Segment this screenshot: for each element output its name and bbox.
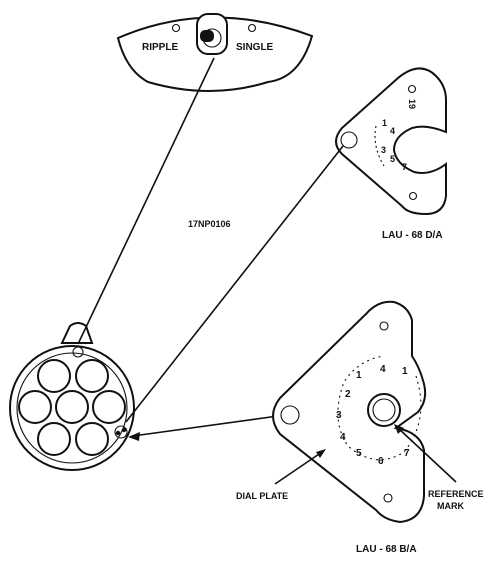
rocket-launcher (9, 322, 135, 471)
scale-mark-3: 3 (381, 145, 386, 155)
figure-code: 17NP0106 (188, 219, 231, 229)
upper-dial-caption: LAU - 68 D/A (382, 230, 443, 241)
indicator-hole-left (171, 23, 181, 33)
upper-scale-marks: 19 1 4 3 5 7 (374, 99, 417, 172)
scale-mark-1a: 1 (402, 366, 408, 377)
mount-hole-top (379, 321, 389, 331)
scale-mark-7: 7 (402, 162, 407, 172)
mount-hole-bottom (383, 493, 393, 503)
ripple-label: RIPPLE (142, 42, 178, 53)
launcher-dial-icon (114, 425, 128, 439)
scale-mark-19: 19 (407, 99, 417, 109)
lower-dial-caption: LAU - 68 B/A (356, 544, 417, 555)
dial-plate-label: DIAL PLATE (236, 491, 288, 501)
arrowhead-dial-plate (316, 449, 326, 458)
lower-scale-marks: 1 4 1 2 3 4 5 6 7 (336, 364, 410, 467)
scale-mark-1: 1 (382, 118, 387, 128)
reference-label-line1: REFERENCE (428, 489, 484, 499)
callouts: DIAL PLATE REFERENCE MARK (236, 424, 484, 511)
scale-mark-5: 5 (356, 448, 362, 459)
leader-lines (77, 57, 344, 441)
scale-mark-3: 3 (336, 410, 342, 421)
launcher-lug-hole (72, 346, 84, 358)
scale-mark-6: 6 (378, 456, 384, 467)
reference-label-line2: MARK (437, 501, 464, 511)
mount-hole-top (407, 84, 417, 94)
mount-hole-bottom (408, 191, 418, 201)
scale-mark-1b: 1 (356, 370, 362, 381)
launcher-tubes (18, 359, 126, 456)
pivot-hole (280, 405, 300, 425)
scale-mark-7: 7 (404, 448, 410, 459)
scale-mark-4b: 4 (340, 432, 346, 443)
upper-dial-plate: 19 1 4 3 5 7 (335, 67, 447, 216)
switch-panel: RIPPLE SINGLE (116, 13, 314, 92)
lower-dial-plate: 1 4 1 2 3 4 5 6 7 (272, 300, 427, 524)
arrowhead-reference-mark (394, 424, 404, 434)
toggle-switch-icon (196, 13, 228, 55)
pivot-hole (340, 131, 358, 149)
scale-mark-5: 5 (390, 154, 395, 164)
scale-mark-2: 2 (345, 389, 351, 400)
single-label: SINGLE (236, 42, 274, 53)
scale-mark-4: 4 (390, 126, 395, 136)
indicator-hole-right (247, 23, 257, 33)
scale-mark-4a: 4 (380, 364, 386, 375)
arrowhead-launcher (128, 432, 140, 441)
